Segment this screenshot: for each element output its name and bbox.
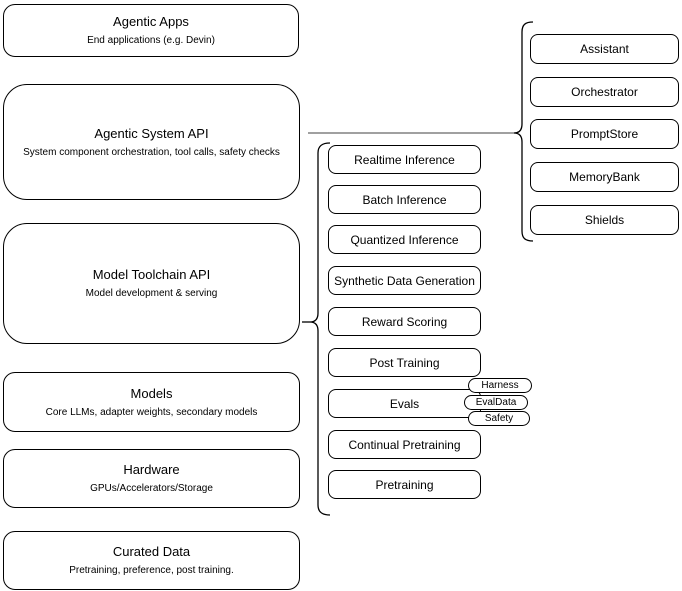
tag-safety: Safety	[468, 411, 530, 426]
node-subtitle: Pretraining, preference, post training.	[69, 565, 234, 576]
node-title: Agentic System API	[94, 125, 209, 141]
node-batch-inference: Batch Inference	[328, 185, 481, 214]
tag-label: EvalData	[475, 397, 517, 408]
node-shields: Shields	[530, 205, 679, 235]
node-hardware: Hardware GPUs/Accelerators/Storage	[3, 449, 300, 508]
node-label: Realtime Inference	[354, 152, 455, 167]
node-label: Assistant	[580, 42, 629, 56]
node-subtitle: System component orchestration, tool cal…	[23, 146, 280, 158]
tag-harness: Harness	[468, 378, 532, 393]
node-label: Pretraining	[375, 477, 434, 492]
node-label: Reward Scoring	[361, 314, 448, 329]
node-quantized-inference: Quantized Inference	[328, 225, 481, 254]
tag-label: Safety	[484, 413, 514, 424]
node-memorybank: MemoryBank	[530, 162, 679, 192]
node-label: Post Training	[369, 355, 440, 370]
node-label: Shields	[584, 213, 625, 227]
node-label: PromptStore	[570, 127, 639, 141]
node-realtime-inference: Realtime Inference	[328, 145, 481, 174]
node-label: Batch Inference	[362, 192, 447, 207]
node-label: Evals	[389, 396, 420, 411]
node-title: Agentic Apps	[113, 14, 189, 29]
node-label: Continual Pretraining	[348, 437, 461, 452]
node-subtitle: Model development & serving	[85, 288, 218, 299]
node-subtitle: Core LLMs, adapter weights, secondary mo…	[45, 406, 258, 418]
brace-toolchain-group	[309, 142, 331, 516]
node-subtitle: GPUs/Accelerators/Storage	[90, 483, 213, 494]
node-promptstore: PromptStore	[530, 119, 679, 149]
node-title: Model Toolchain API	[92, 267, 211, 282]
node-title: Models	[130, 385, 173, 401]
node-title: Curated Data	[112, 544, 191, 559]
node-label: Synthetic Data Generation	[334, 273, 475, 288]
node-models: Models Core LLMs, adapter weights, secon…	[3, 372, 300, 432]
node-title: Hardware	[123, 462, 180, 477]
node-label: Quantized Inference	[350, 232, 459, 247]
node-agentic-apps: Agentic Apps End applications (e.g. Devi…	[3, 4, 299, 57]
node-agentic-system-api: Agentic System API System component orch…	[3, 84, 300, 200]
node-pretraining: Pretraining	[328, 470, 481, 499]
tag-evaldata: EvalData	[464, 395, 528, 410]
node-post-training: Post Training	[328, 348, 481, 377]
tag-label: Harness	[481, 380, 519, 391]
node-continual-pretraining: Continual Pretraining	[328, 430, 481, 459]
node-model-toolchain-api: Model Toolchain API Model development & …	[3, 223, 300, 344]
node-reward-scoring: Reward Scoring	[328, 307, 481, 336]
node-evals: Evals	[328, 389, 481, 418]
node-synthetic-data-generation: Synthetic Data Generation	[328, 266, 481, 295]
node-subtitle: End applications (e.g. Devin)	[87, 35, 215, 46]
node-assistant: Assistant	[530, 34, 679, 64]
node-orchestrator: Orchestrator	[530, 77, 679, 107]
node-label: MemoryBank	[569, 170, 640, 184]
node-curated-data: Curated Data Pretraining, preference, po…	[3, 531, 300, 590]
node-label: Orchestrator	[571, 85, 638, 99]
